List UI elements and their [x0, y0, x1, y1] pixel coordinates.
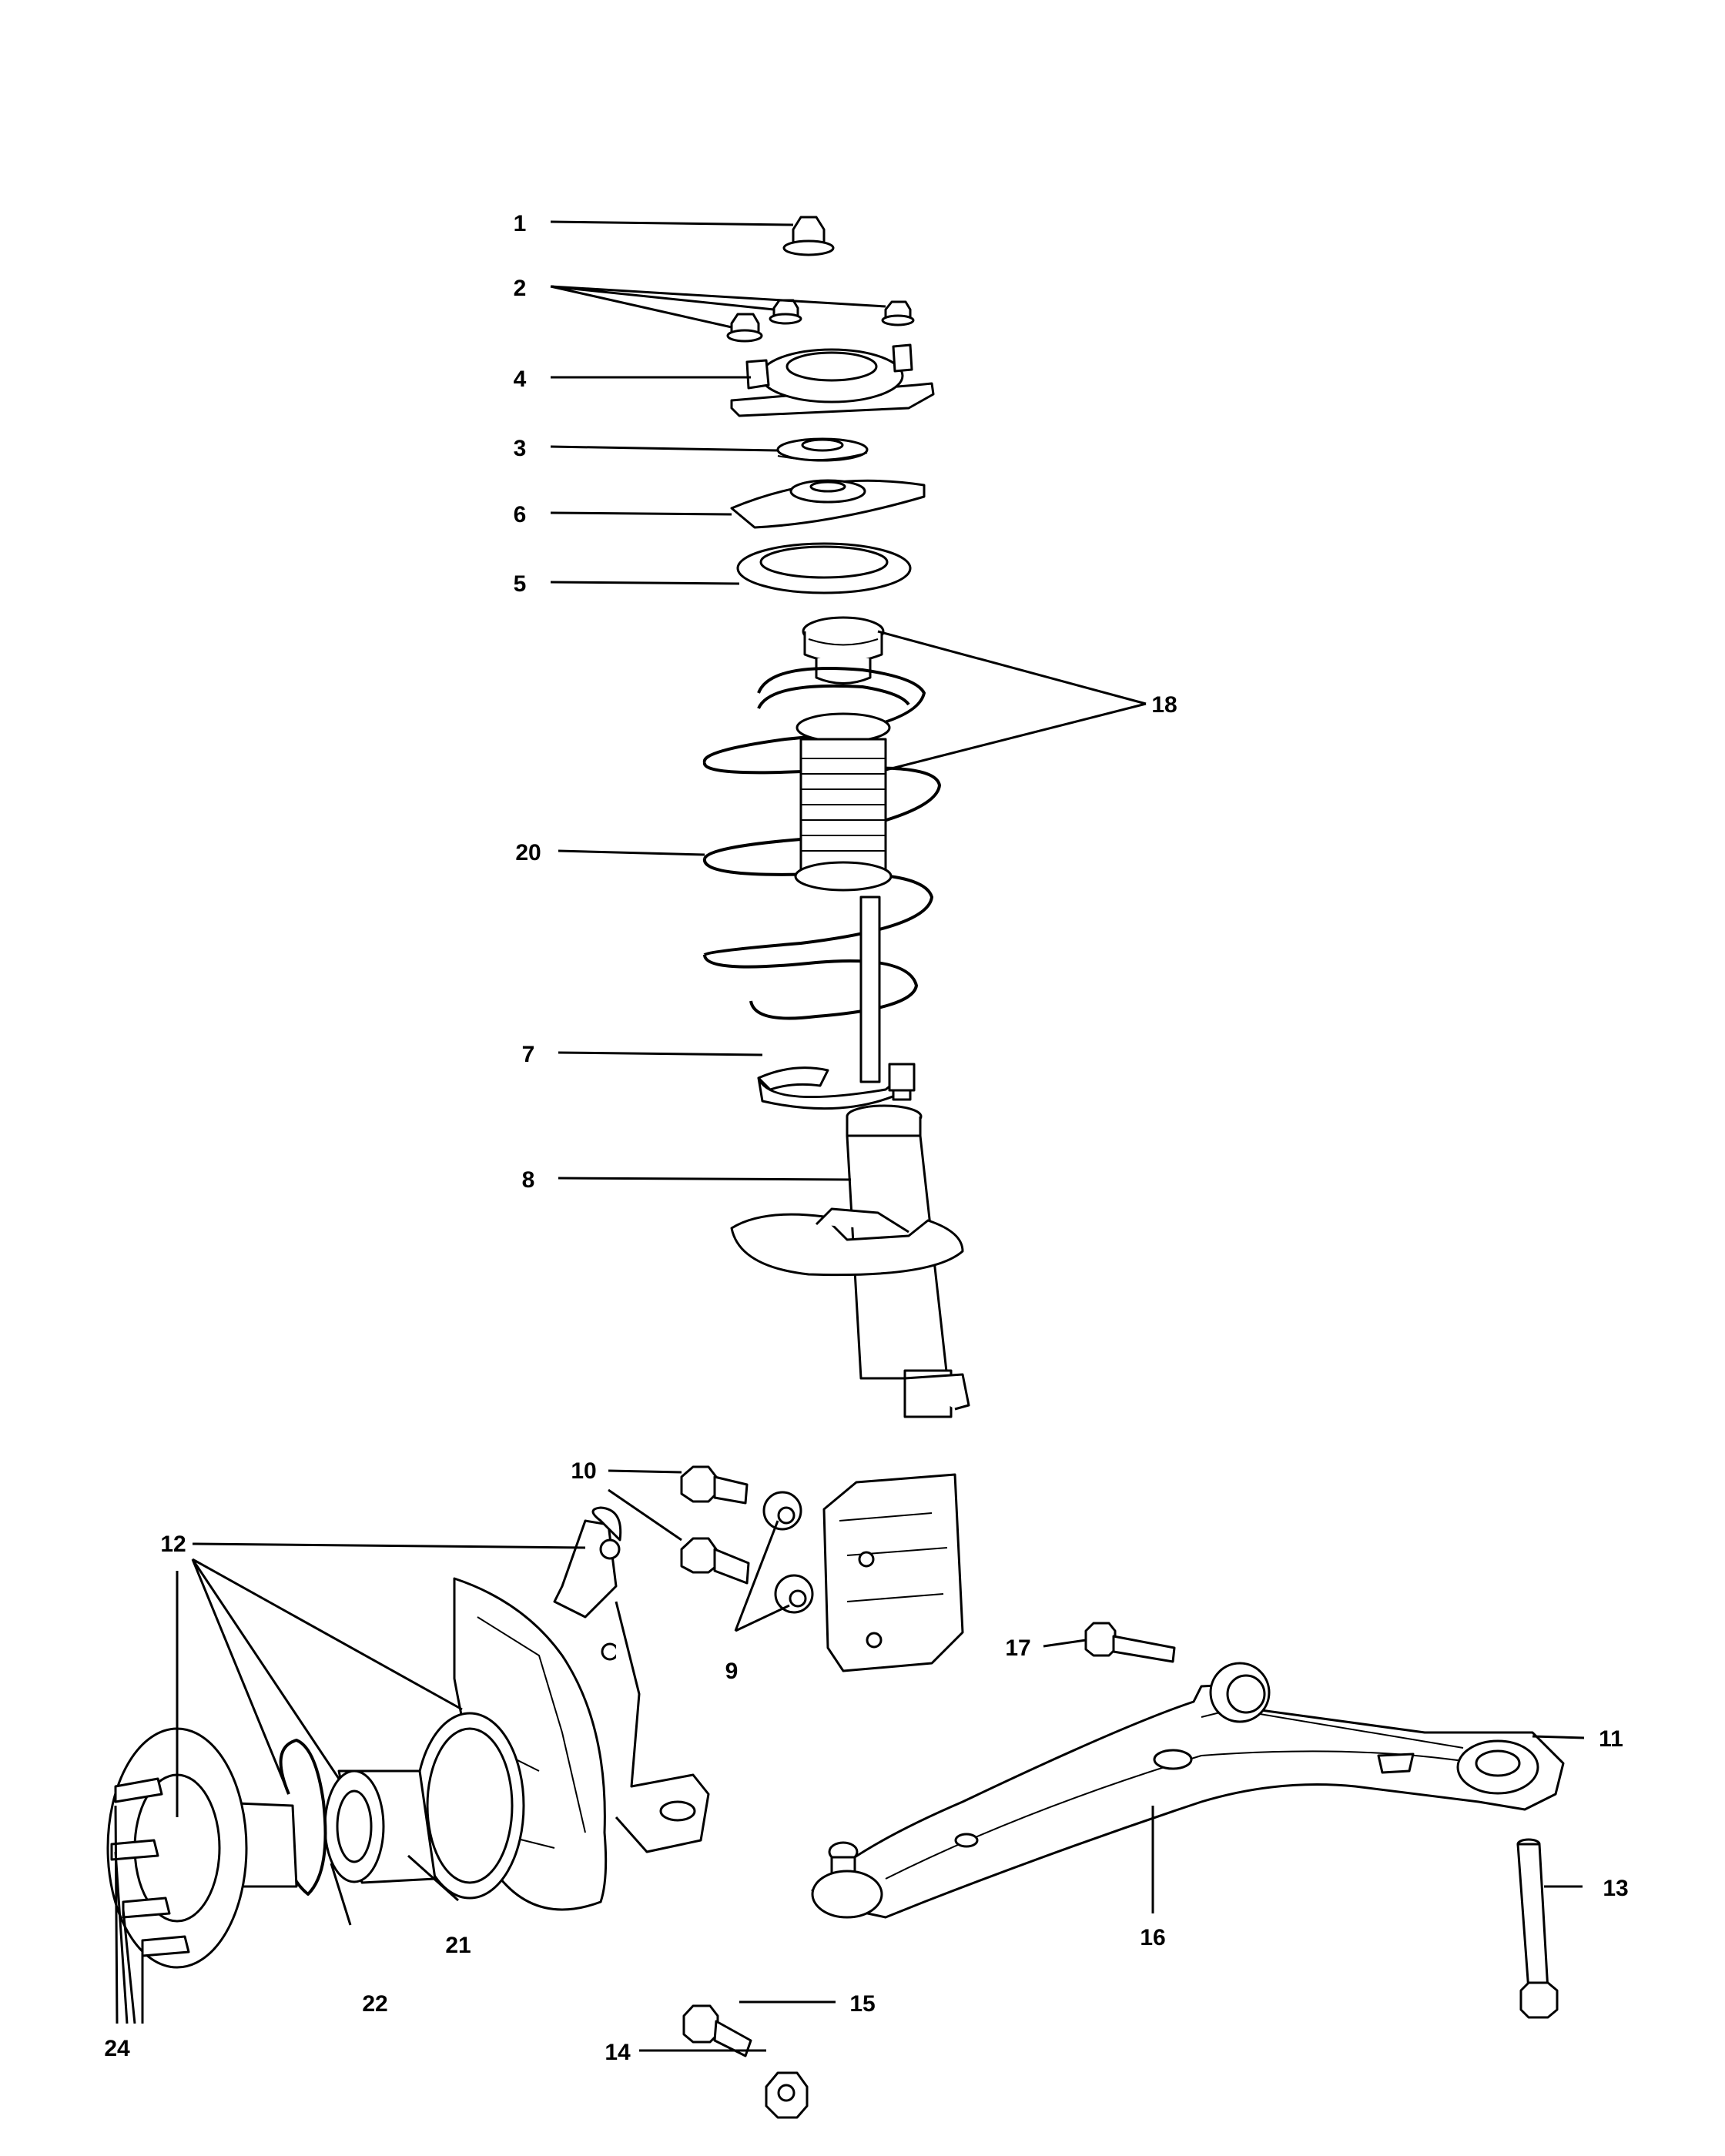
part-24-hub [106, 1727, 298, 1969]
part-18-jounce-bumper [802, 616, 885, 685]
callout-14: 14 [605, 2040, 631, 2065]
part-2-mount-nuts [726, 299, 915, 343]
callout-18: 18 [1151, 692, 1177, 718]
part-5-isolator [736, 542, 912, 594]
callout-16: 16 [1140, 1925, 1165, 1950]
callout-8: 8 [522, 1167, 535, 1193]
part-4-strut-mount [730, 343, 935, 417]
part-9-nuts [762, 1491, 814, 1614]
callout-17: 17 [1005, 1635, 1030, 1661]
callout-6: 6 [514, 502, 527, 527]
part-18-dust-boot [794, 712, 893, 892]
part-15-bolt [682, 2004, 752, 2057]
callout-11: 11 [1599, 1726, 1623, 1752]
part-20-coil-spring [702, 667, 941, 1020]
callout-labels: 1 2 4 3 6 5 18 20 7 8 10 12 9 17 11 13 1… [104, 211, 1628, 2065]
part-16-control-arm [811, 1662, 1565, 1919]
callout-20: 20 [515, 840, 541, 865]
callout-12: 12 [160, 1532, 186, 1557]
callout-15: 15 [849, 1991, 875, 2017]
callout-4: 4 [514, 367, 527, 392]
part-10-bolts [680, 1465, 750, 1585]
callout-22: 22 [362, 1991, 387, 2017]
callout-13: 13 [1603, 1876, 1628, 1901]
part-1-top-nut [782, 216, 835, 256]
parts-artwork [106, 216, 1565, 2119]
callout-9: 9 [725, 1659, 739, 1684]
part-14-nut [765, 2071, 809, 2119]
part-ball-joint [811, 1841, 883, 1919]
part-13-pin [1516, 1838, 1559, 2019]
callout-10: 10 [571, 1458, 596, 1484]
callout-2: 2 [514, 276, 527, 301]
part-3-bearing [776, 437, 869, 462]
piston-rod [859, 896, 881, 1083]
callout-24: 24 [104, 2036, 130, 2061]
callout-3: 3 [514, 436, 527, 461]
part-8-strut-body [730, 1104, 970, 1672]
part-22-snap-ring [279, 1739, 327, 1896]
part-17-bolt [1084, 1622, 1176, 1663]
callout-1: 1 [514, 211, 527, 236]
callout-7: 7 [522, 1042, 535, 1067]
callout-5: 5 [514, 571, 527, 597]
leader-lines [114, 220, 1585, 2052]
part-6-upper-seat [730, 479, 926, 529]
part-7-lower-seat [757, 1063, 916, 1110]
callout-21: 21 [445, 1933, 471, 1958]
